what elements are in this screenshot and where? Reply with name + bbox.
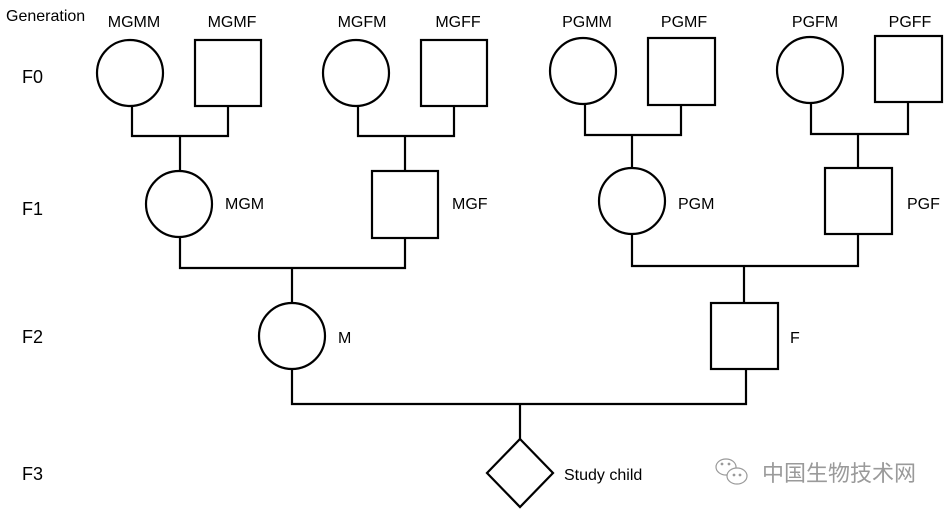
- male-symbol: [646, 36, 717, 107]
- individual-label: MGFM: [338, 14, 387, 31]
- individual-label: MGMF: [208, 14, 257, 31]
- individual-mgmm: MGMM: [95, 14, 165, 108]
- individual-pgm: PGM: [597, 166, 714, 236]
- connector-lines: [130, 102, 910, 439]
- generation-header: Generation: [6, 8, 85, 25]
- union-line-m-f: [290, 369, 748, 406]
- generation-label-f3: F3: [22, 464, 43, 484]
- female-symbol: [321, 38, 391, 108]
- male-symbol: [419, 38, 489, 108]
- male-symbol: [193, 38, 263, 108]
- individual-label: Study child: [564, 467, 642, 484]
- male-symbol: [823, 166, 894, 236]
- individual-pgf: PGF: [823, 166, 940, 236]
- individual-m: M: [257, 301, 351, 371]
- male-symbol: [873, 34, 944, 104]
- individual-label: PGFF: [889, 14, 932, 31]
- individual-label: MGM: [225, 196, 264, 213]
- individual-mgfm: MGFM: [321, 14, 391, 108]
- individual-label: F: [790, 330, 800, 347]
- generation-label-f1: F1: [22, 199, 43, 219]
- individual-label: PGFM: [792, 14, 838, 31]
- individual-label: MGMM: [108, 14, 160, 31]
- wechat-icon: [715, 458, 748, 485]
- female-symbol: [775, 35, 845, 105]
- watermark-text: 中国生物技术网: [762, 462, 916, 487]
- individual-mgf: MGF: [370, 169, 488, 240]
- female-symbol: [257, 301, 327, 371]
- individual-mgff: MGFF: [419, 14, 489, 108]
- female-symbol: [548, 36, 618, 106]
- union-line-mgfm-mgff: [356, 103, 456, 138]
- individual-label: MGFF: [435, 14, 481, 31]
- individual-label: PGF: [907, 196, 940, 213]
- individual-label: M: [338, 330, 351, 347]
- individual-f: F: [709, 301, 800, 371]
- watermark: 中国生物技术网: [715, 458, 916, 487]
- male-symbol: [709, 301, 780, 371]
- individual-pgfm: PGFM: [775, 14, 845, 105]
- male-symbol: [370, 169, 440, 240]
- individual-label: PGMF: [661, 14, 707, 31]
- individual-label: PGMM: [562, 14, 612, 31]
- female-symbol: [95, 38, 165, 108]
- unknown-sex-symbol: [485, 437, 555, 509]
- individual-pgff: PGFF: [873, 14, 944, 104]
- individual-mgmf: MGMF: [193, 14, 263, 108]
- generation-label-f0: F0: [22, 67, 43, 87]
- individual-mgm: MGM: [144, 169, 264, 239]
- individual-pgmm: PGMM: [548, 14, 618, 106]
- union-line-mgmm-mgmf: [130, 103, 230, 138]
- generation-label-f2: F2: [22, 327, 43, 347]
- individual-label: PGM: [678, 196, 714, 213]
- individual-label: MGF: [452, 196, 488, 213]
- female-symbol: [144, 169, 214, 239]
- union-line-pgm-pgf: [630, 234, 860, 268]
- union-line-pgmm-pgmf: [583, 103, 683, 137]
- union-line-pgfm-pgff: [809, 102, 910, 136]
- female-symbol: [597, 166, 667, 236]
- union-line-mgm-mgf: [178, 237, 407, 270]
- individual-study-child: Study child: [485, 437, 642, 509]
- individual-pgmf: PGMF: [646, 14, 717, 107]
